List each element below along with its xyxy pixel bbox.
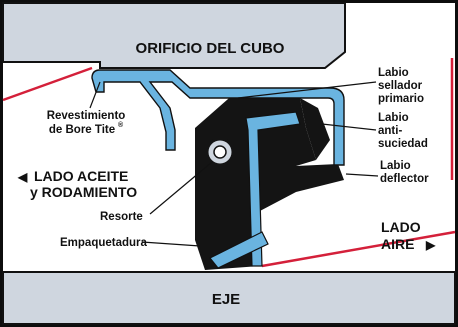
svg-text:deflector: deflector — [380, 173, 429, 185]
label-oil-side: ◀ LADO ACEITE y RODAMIENTO — [17, 168, 137, 200]
svg-text:®: ® — [118, 121, 124, 129]
svg-text:AIRE: AIRE — [381, 236, 414, 252]
svg-text:Revestimiento: Revestimiento — [47, 110, 126, 122]
label-antiwick-lip: Labio anti- suciedad — [378, 112, 428, 150]
svg-text:Labio: Labio — [378, 67, 409, 79]
label-bore-coating: Revestimiento de Bore Tite ® — [47, 110, 126, 136]
metal-case-foot — [209, 231, 269, 269]
leader-gasket — [141, 241, 201, 247]
svg-text:◀: ◀ — [17, 170, 28, 184]
leader-spring — [149, 161, 213, 215]
leader-primary-lip — [237, 81, 377, 99]
leader-deflector-lip — [345, 173, 379, 177]
svg-text:Labio: Labio — [378, 112, 409, 124]
leader-antiwick-lip — [321, 123, 377, 131]
label-deflector-lip: Labio deflector — [380, 160, 429, 185]
shaft-shape — [2, 271, 456, 325]
svg-text:primario: primario — [378, 93, 424, 105]
label-shaft: EJE — [212, 291, 240, 308]
label-gasket: Empaquetadura — [60, 237, 148, 249]
svg-text:LADO: LADO — [381, 219, 421, 235]
label-spring: Resorte — [100, 211, 143, 223]
antiwick-lip-shape — [300, 98, 330, 160]
svg-text:Labio: Labio — [380, 160, 411, 172]
label-air-side: LADO AIRE ▶ — [381, 219, 436, 252]
svg-text:▶: ▶ — [425, 238, 436, 252]
svg-text:sellador: sellador — [378, 80, 423, 92]
label-primary-lip: Labio sellador primario — [378, 67, 424, 105]
leader-bore-coating — [89, 81, 101, 109]
label-hub-bore: ORIFICIO DEL CUBO — [136, 40, 285, 57]
hub-bore-shape — [2, 2, 346, 69]
red-accent-line-right-bottom — [261, 230, 456, 268]
svg-text:de Bore Tite: de Bore Tite — [49, 124, 115, 136]
deflector-lip-shape — [296, 164, 344, 192]
svg-text:LADO ACEITE: LADO ACEITE — [34, 168, 128, 184]
spring-center — [213, 145, 227, 159]
svg-text:y RODAMIENTO: y RODAMIENTO — [30, 184, 137, 200]
red-accent-line-left — [2, 66, 93, 102]
metal-case-outer — [91, 69, 345, 166]
svg-text:anti-: anti- — [378, 125, 402, 137]
metal-case-inner — [245, 111, 301, 267]
svg-text:suciedad: suciedad — [378, 138, 428, 150]
